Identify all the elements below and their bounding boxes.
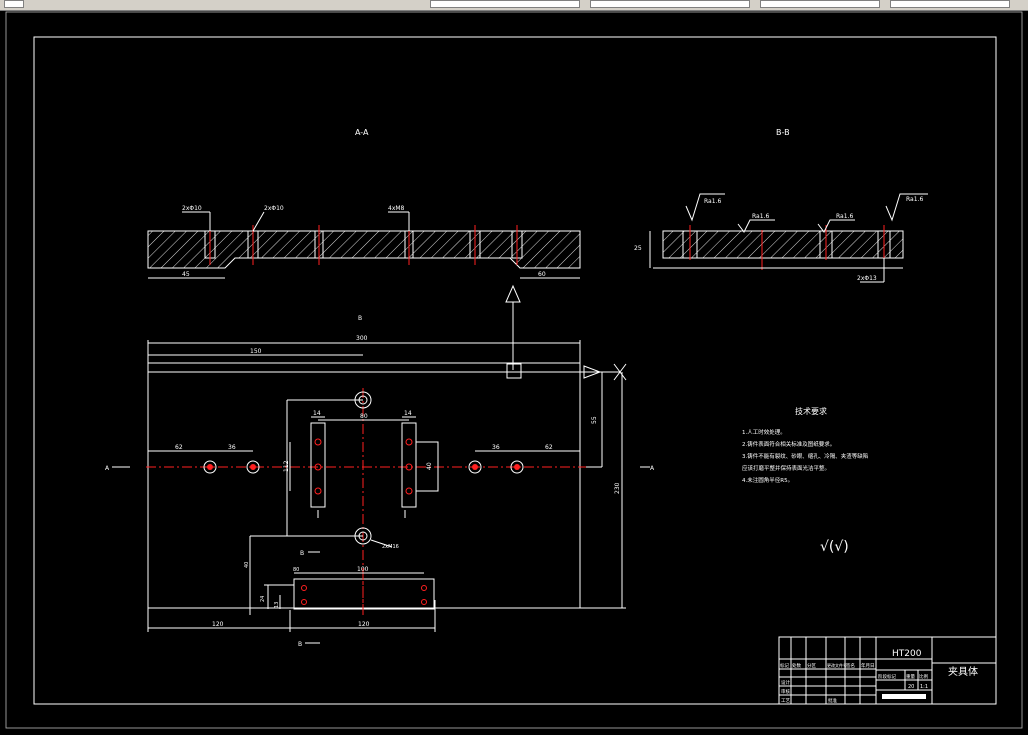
section-bb-label: B-B bbox=[776, 128, 790, 137]
plan-view: 300 150 A A 62 36 36 62 bbox=[105, 335, 655, 648]
bb-ra-2: Ra1.6 bbox=[752, 213, 769, 220]
tb-row-design: 设计 bbox=[781, 679, 790, 686]
layer-dropdown[interactable] bbox=[430, 0, 580, 8]
tb-header-4: 更改文件号 bbox=[827, 662, 847, 668]
view-b-inset: B 100 80 24 13 bbox=[260, 550, 435, 615]
dim-36-left: 36 bbox=[228, 444, 236, 451]
tb-drawing-number-bar bbox=[882, 694, 926, 699]
dim-b-40: 40 bbox=[244, 562, 250, 568]
dim-62-left: 62 bbox=[175, 444, 183, 451]
left-a-marker: A bbox=[105, 465, 110, 472]
sheet-frame bbox=[33, 36, 997, 705]
dim-120-left: 120 bbox=[212, 621, 224, 628]
dim-b-100: 100 bbox=[357, 566, 369, 573]
tb-header-6: 年月日 bbox=[861, 662, 875, 669]
tech-req-title: 技术要求 bbox=[795, 406, 827, 416]
tb-weight-label: 重量 bbox=[906, 673, 915, 680]
aa-callout-2: 2xΦ10 bbox=[264, 205, 284, 212]
aa-dim-60: 60 bbox=[538, 271, 546, 278]
plan-b-marker: B bbox=[358, 315, 362, 322]
tb-part-name: 夹具体 bbox=[948, 665, 978, 678]
dim-b-80: 80 bbox=[293, 567, 299, 573]
cad-toolbar-strip bbox=[0, 0, 1028, 11]
section-aa-label: A-A bbox=[355, 128, 369, 137]
tb-header-5: 签名 bbox=[846, 662, 855, 669]
aa-callout-3: 4xM8 bbox=[388, 205, 405, 212]
tb-approve: 批准 bbox=[828, 697, 837, 704]
dim-36-right: 36 bbox=[492, 444, 500, 451]
tb-weight: 20 bbox=[908, 684, 914, 690]
aa-callout-1: 2xΦ10 bbox=[182, 205, 202, 212]
technical-requirements: 技术要求 1.人工时效处理。 2.铸件表面符合相关标准及图纸要求。 3.铸件不能… bbox=[742, 406, 868, 484]
dim-14-right: 14 bbox=[404, 410, 412, 417]
dim-b-13: 13 bbox=[274, 602, 280, 608]
right-a-marker: A bbox=[650, 465, 655, 472]
bb-callout-hole: 2xΦ13 bbox=[857, 275, 877, 282]
roughness-symbol: √(√) bbox=[820, 539, 849, 555]
tb-header-2: 处数 bbox=[792, 662, 801, 669]
dim-14-left: 14 bbox=[313, 410, 321, 417]
dim-150: 150 bbox=[250, 348, 262, 355]
tb-header-1: 标记 bbox=[780, 662, 789, 669]
viewport-border bbox=[5, 11, 1023, 729]
title-block: 标记 处数 分区 更改文件号 签名 年月日 设计 审核 工艺 批准 HT200 … bbox=[778, 636, 997, 705]
bb-ra-4: Ra1.6 bbox=[906, 196, 923, 203]
tb-scale: 1:1 bbox=[920, 684, 928, 690]
dim-40: 40 bbox=[426, 462, 433, 470]
tb-material: HT200 bbox=[892, 649, 922, 659]
drawing-canvas[interactable]: A-A 2xΦ10 2xΦ10 4xM8 45 bbox=[0, 10, 1028, 735]
m16-callout: 2xM16 bbox=[382, 544, 399, 550]
dim-300: 300 bbox=[356, 335, 368, 342]
section-bb-view: B-B 25 Ra1.6 Ra1.6 Ra1.6 Ra1.6 2xΦ13 bbox=[634, 128, 928, 283]
tb-stage-label: 阶段标记 bbox=[878, 673, 896, 680]
dim-b-24: 24 bbox=[260, 596, 266, 602]
tech-req-2: 2.铸件表面符合相关标准及图纸要求。 bbox=[742, 440, 835, 448]
dim-112: 112 bbox=[283, 460, 290, 472]
dim-80: 80 bbox=[360, 413, 368, 420]
plan-outline bbox=[147, 362, 581, 609]
slot-left: 14 bbox=[310, 410, 326, 508]
tb-scale-label: 比例 bbox=[919, 673, 928, 680]
tech-req-3: 3.铸件不能有裂纹、砂眼、缩孔、冷隔、夹渣等缺陷 bbox=[742, 452, 868, 460]
dim-120-right: 120 bbox=[358, 621, 370, 628]
tb-row-process: 工艺 bbox=[781, 698, 790, 704]
aa-dim-45: 45 bbox=[182, 271, 190, 278]
slot-right: 14 bbox=[401, 410, 417, 508]
side-holes bbox=[203, 460, 524, 474]
tech-req-5: 4.未注圆角半径R5。 bbox=[742, 476, 793, 484]
view-direction-arrow: B bbox=[358, 284, 521, 370]
tech-req-1: 1.人工时效处理。 bbox=[742, 428, 786, 436]
bb-dim-25: 25 bbox=[634, 245, 642, 252]
dim-230: 230 bbox=[614, 482, 621, 494]
dim-55: 55 bbox=[591, 416, 598, 424]
dim-62-right: 62 bbox=[545, 444, 553, 451]
linetype-dropdown[interactable] bbox=[590, 0, 750, 8]
tb-row-review: 审核 bbox=[781, 688, 790, 695]
bb-ra-3: Ra1.6 bbox=[836, 213, 853, 220]
section-aa-holes bbox=[204, 225, 523, 265]
toolbar-icon[interactable] bbox=[4, 0, 24, 8]
bb-ra-1: Ra1.6 bbox=[704, 198, 721, 205]
plotstyle-dropdown[interactable] bbox=[890, 0, 1010, 8]
section-aa-view: A-A 2xΦ10 2xΦ10 4xM8 45 bbox=[147, 128, 581, 279]
lineweight-dropdown[interactable] bbox=[760, 0, 880, 8]
section-aa-body bbox=[147, 230, 581, 269]
bottom-b-marker: B bbox=[298, 641, 302, 648]
view-b-label: B bbox=[300, 550, 304, 557]
tb-header-3: 分区 bbox=[807, 662, 816, 669]
tech-req-4: 应该打磨平整并保持表面光洁平整。 bbox=[742, 464, 830, 472]
